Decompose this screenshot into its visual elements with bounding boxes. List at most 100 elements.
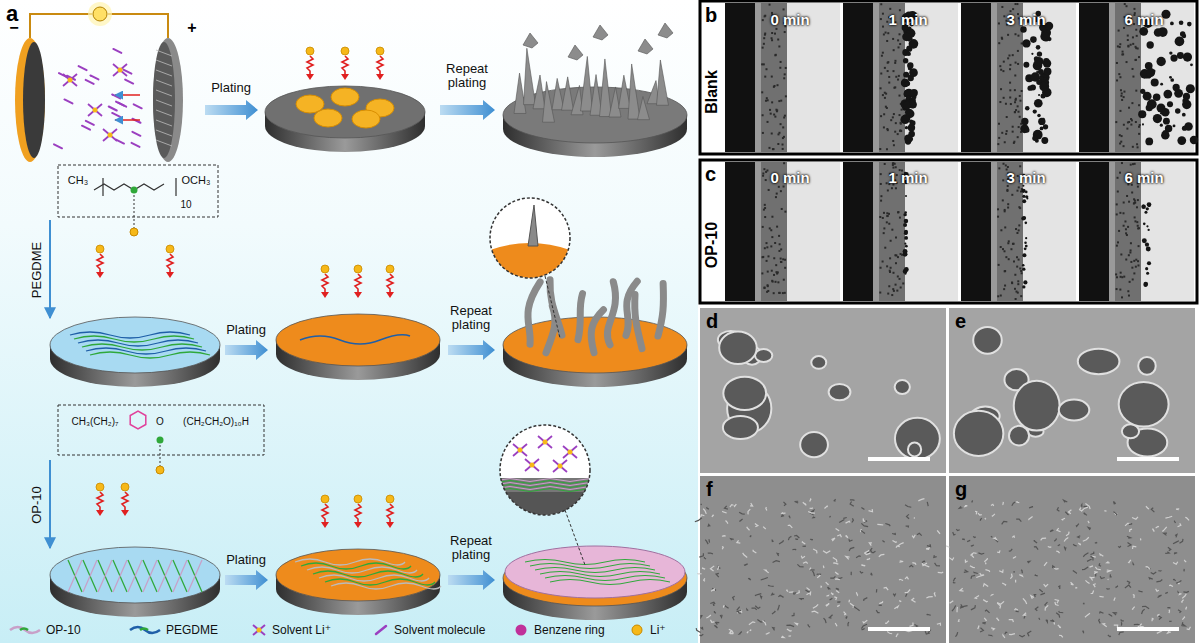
li-ion	[386, 265, 394, 273]
li-ion	[341, 47, 349, 55]
dendrite-dot	[1022, 39, 1030, 47]
pit	[895, 418, 940, 460]
texture-dot	[880, 195, 882, 197]
grain	[971, 605, 975, 610]
arrowhead	[386, 522, 394, 528]
wave-line	[122, 492, 128, 511]
grain	[938, 572, 943, 574]
zoom-layer	[500, 492, 590, 517]
texture-dot	[1120, 253, 1122, 255]
texture-dot	[1123, 145, 1125, 147]
molecule-stroke	[113, 49, 121, 53]
texture-dot	[1014, 89, 1016, 91]
molecule-stroke	[64, 99, 72, 103]
dendrite-dot	[907, 62, 913, 68]
texture-dot	[886, 182, 888, 184]
grain	[964, 506, 967, 507]
additive-chain	[173, 560, 187, 592]
texture-dot	[770, 229, 772, 231]
texture-dot	[882, 94, 884, 96]
texture-dot	[1001, 6, 1003, 8]
grain	[796, 590, 799, 594]
texture-dot	[764, 204, 766, 206]
texture-dot	[780, 248, 782, 250]
arrowhead	[376, 74, 384, 80]
texture-dot	[999, 101, 1001, 103]
grain	[1058, 586, 1060, 589]
grain	[1175, 535, 1177, 538]
dendrite-dot	[1142, 123, 1144, 125]
panel-letter: f	[706, 478, 713, 500]
grain	[1054, 568, 1058, 569]
texture-dot	[763, 287, 765, 289]
pit	[1059, 400, 1089, 421]
grain	[800, 599, 804, 600]
texture-dot	[771, 39, 773, 41]
dendrite-dot	[1034, 99, 1043, 108]
texture-dot	[766, 97, 768, 99]
grain	[1029, 517, 1033, 520]
grain	[1009, 549, 1012, 551]
texture-dot	[1136, 206, 1138, 208]
texture-dot	[1014, 101, 1016, 103]
shadow-band	[843, 162, 873, 301]
grain	[1094, 584, 1096, 587]
texture-dot	[882, 13, 884, 15]
texture-dot	[784, 259, 786, 261]
dendrite-dot	[1146, 68, 1155, 77]
grain	[830, 576, 835, 578]
texture-dot	[880, 18, 882, 20]
pit	[973, 327, 1002, 354]
lattice-line	[156, 110, 172, 116]
grain	[884, 588, 889, 591]
grain	[982, 623, 985, 624]
dendrite-dot	[1022, 264, 1025, 267]
image-ground	[700, 476, 946, 643]
texture-dot	[1138, 56, 1140, 58]
texture-dot	[1130, 242, 1132, 244]
grain	[1173, 562, 1178, 564]
texture-dot	[1127, 35, 1129, 37]
shadow-band	[725, 3, 755, 152]
texture-dot	[1132, 76, 1134, 78]
texture-dot	[1119, 110, 1121, 112]
texture-dot	[1119, 46, 1121, 48]
solvated-li	[538, 436, 552, 448]
dendrite-spike	[524, 48, 536, 104]
texture-dot	[1116, 276, 1118, 278]
grain	[960, 588, 964, 591]
dendrite-dot	[1032, 135, 1037, 140]
texture-dot	[894, 86, 896, 88]
texture-dot	[1131, 267, 1133, 269]
grain	[1184, 560, 1186, 562]
pit	[954, 411, 1003, 456]
grain	[1173, 579, 1176, 580]
grain	[812, 571, 814, 576]
grain	[789, 516, 790, 518]
grain	[1185, 607, 1187, 609]
texture-dot	[779, 243, 781, 245]
grain	[956, 607, 958, 612]
texture-dot	[902, 282, 904, 284]
dendrite-dot	[1157, 104, 1166, 113]
grain	[869, 543, 872, 546]
texture-dot	[893, 290, 895, 292]
texture-dot	[1007, 166, 1009, 168]
texture-dot	[1003, 288, 1005, 290]
texture-dot	[1128, 201, 1130, 203]
texture-dot	[887, 215, 889, 217]
grain	[955, 632, 957, 637]
edge-band	[873, 3, 879, 152]
texture-dot	[887, 189, 889, 191]
arrowhead	[166, 272, 174, 278]
grain	[823, 566, 825, 569]
texture-dot	[1120, 141, 1122, 143]
sample-line	[376, 626, 386, 634]
texture-dot	[889, 8, 891, 10]
solvated-li	[513, 444, 527, 456]
texture-dot	[1120, 272, 1122, 274]
grain	[1142, 609, 1145, 614]
texture-dot	[890, 267, 892, 269]
texture-dot	[899, 278, 901, 280]
image-ground	[700, 308, 946, 473]
